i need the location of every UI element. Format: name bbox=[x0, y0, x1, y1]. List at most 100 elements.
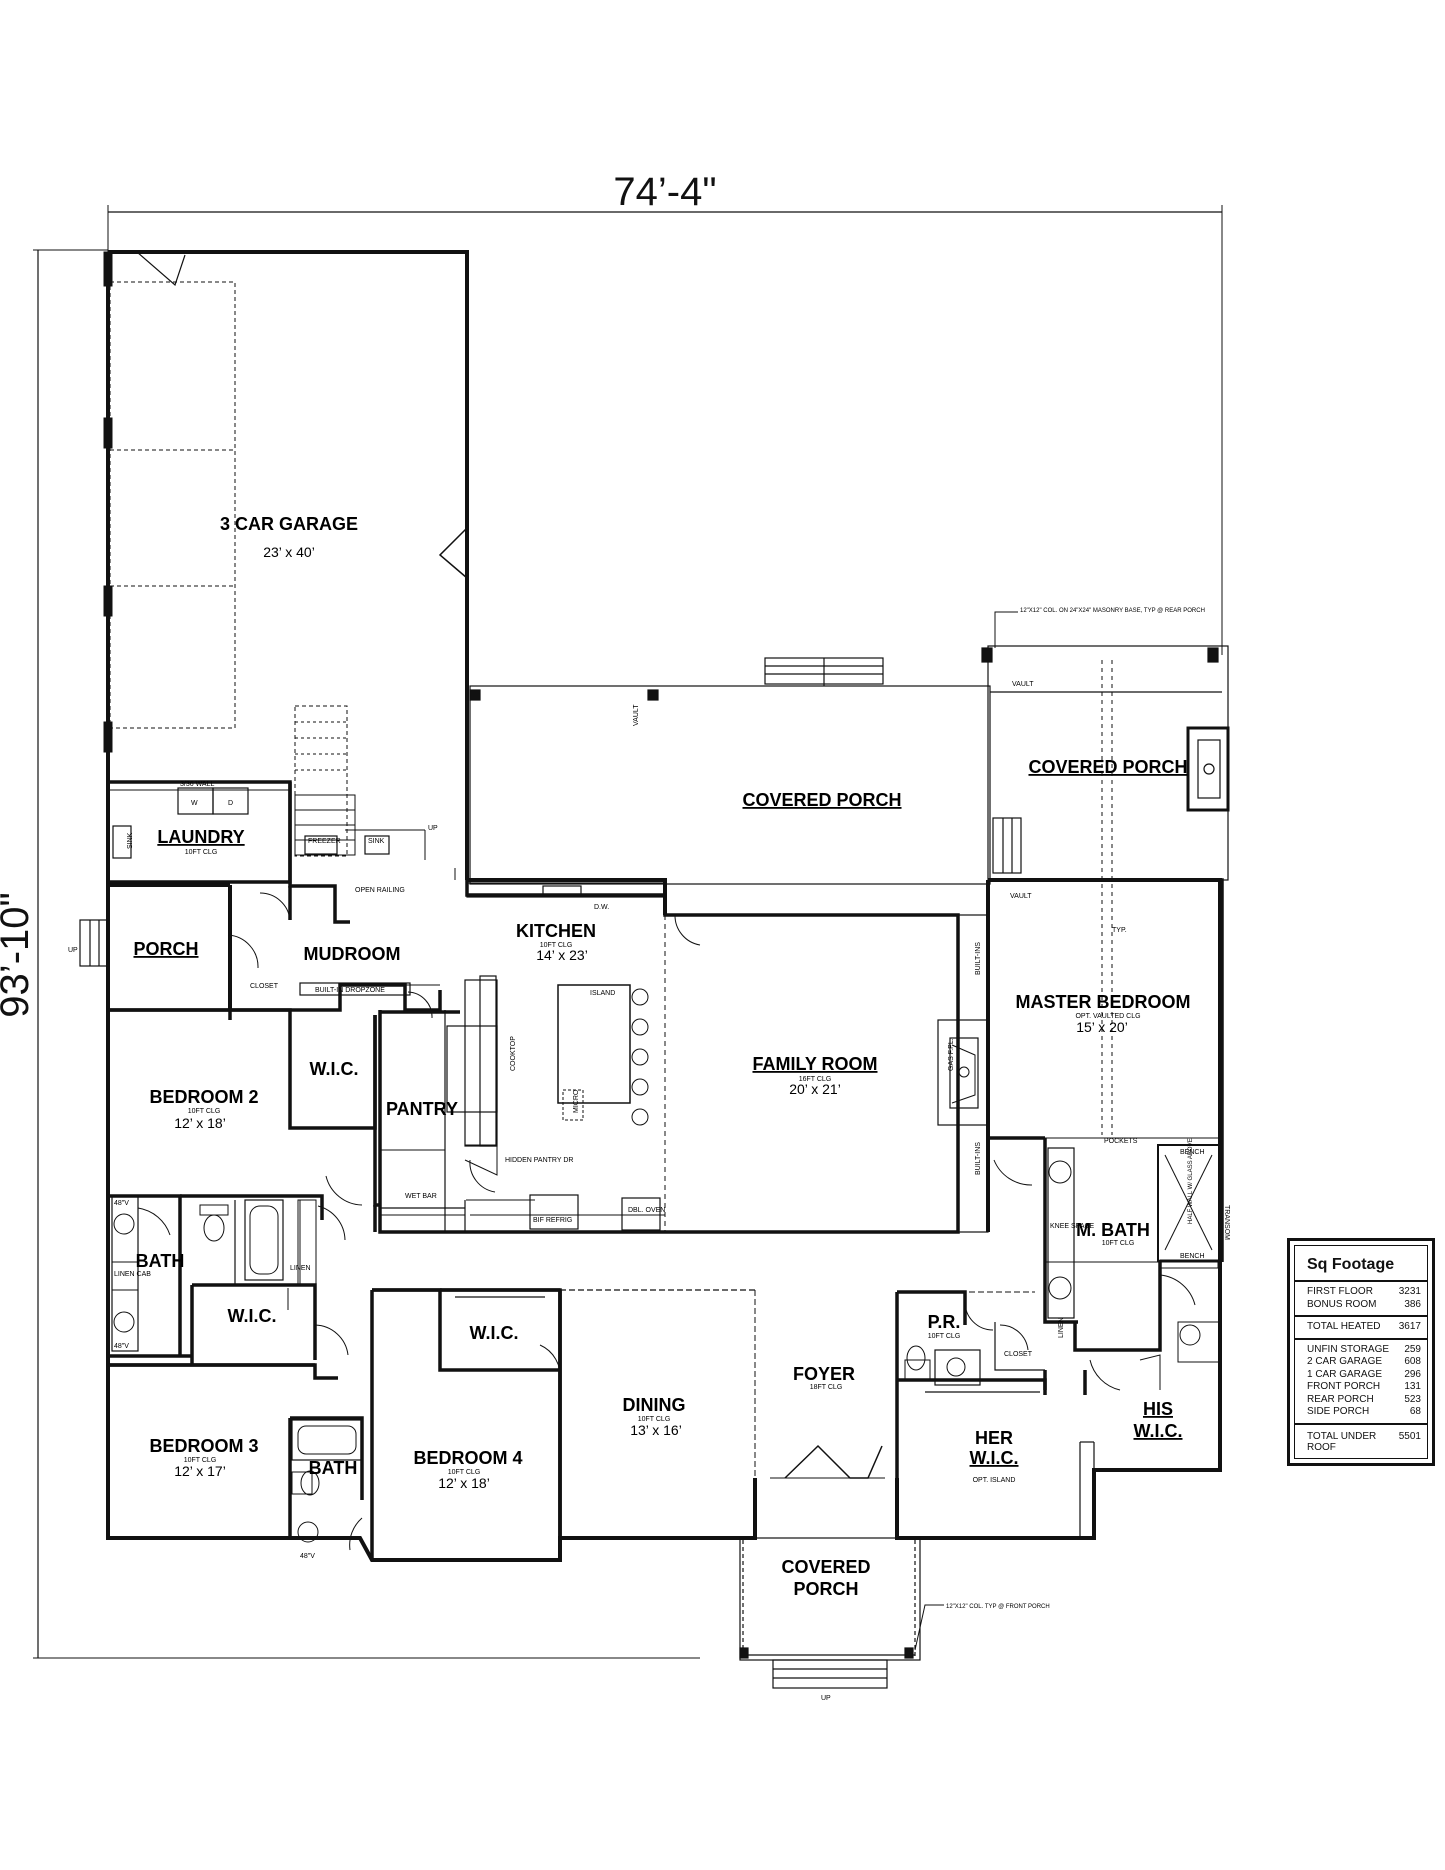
porch-side-up: UP bbox=[68, 947, 78, 954]
master-name: MASTER BEDROOM bbox=[1016, 992, 1191, 1012]
front-porch-leader bbox=[914, 1604, 944, 1651]
bedroom4-note: 10FT CLG bbox=[448, 1469, 481, 1476]
sqft-label: SIDE PORCH bbox=[1307, 1406, 1370, 1417]
sqft-title: Sq Footage bbox=[1295, 1246, 1427, 1282]
sqft-value: 608 bbox=[1404, 1356, 1421, 1367]
kitchen-wet-bar: WET BAR bbox=[405, 1193, 437, 1200]
garage-size: 23’ x 40’ bbox=[263, 544, 315, 560]
bath1-linen2: LINEN bbox=[290, 1265, 311, 1272]
sqft-value: 68 bbox=[1409, 1406, 1421, 1417]
bedroom3-walls bbox=[288, 1288, 562, 1560]
sqft-label: REAR PORCH bbox=[1307, 1393, 1374, 1405]
laundry-wall-note: 3/36 WALL bbox=[180, 781, 214, 788]
sqft-label: FIRST FLOOR bbox=[1307, 1286, 1373, 1297]
family-room-note: 16FT CLG bbox=[799, 1076, 832, 1083]
sqft-label: TOTAL HEATED bbox=[1307, 1321, 1381, 1332]
sqft-value: 3617 bbox=[1398, 1321, 1421, 1332]
mbath-linen: LINEN bbox=[1058, 1317, 1065, 1338]
his-wic-name-2: W.I.C. bbox=[1134, 1421, 1183, 1441]
front-porch-name-2: PORCH bbox=[793, 1579, 858, 1599]
overall-width-label: 74’-4" bbox=[613, 170, 716, 214]
bath2-name: BATH bbox=[309, 1458, 358, 1478]
overall-width-dimension bbox=[107, 205, 1223, 655]
sqft-label: BONUS ROOM bbox=[1307, 1298, 1377, 1310]
mbath-note: 10FT CLG bbox=[1102, 1240, 1135, 1247]
mbath-shower-note: HALF WALL W/ GLASS ABOVE bbox=[1188, 1138, 1194, 1224]
laundry-note: 10FT CLG bbox=[185, 849, 218, 856]
sqft-heated: TOTAL HEATED 3617 bbox=[1295, 1317, 1427, 1340]
master-size: 15’ x 20’ bbox=[1076, 1019, 1128, 1035]
wic3-name: W.I.C. bbox=[470, 1323, 519, 1343]
bath1-mirror-bottom: 48"V bbox=[114, 1343, 129, 1350]
covered-porch-side-leader bbox=[994, 611, 1113, 1135]
covered-porch-rear-name: COVERED PORCH bbox=[742, 790, 901, 810]
kitchen-name: KITCHEN bbox=[516, 921, 596, 941]
kitchen-size: 14’ x 23’ bbox=[536, 947, 588, 963]
pantry-name: PANTRY bbox=[386, 1099, 458, 1119]
kitchen-fixtures bbox=[378, 880, 700, 1234]
master-pockets: POCKETS bbox=[1104, 1138, 1138, 1145]
kitchen-pantry-door: HIDDEN PANTRY DR bbox=[505, 1157, 573, 1164]
mudroom-dropzone: BUILT-IN DROPZONE bbox=[315, 987, 385, 994]
bedroom3-name: BEDROOM 3 bbox=[149, 1436, 258, 1456]
garage-name: 3 CAR GARAGE bbox=[220, 514, 358, 534]
mbath-transom: TRANSOM bbox=[1223, 1205, 1230, 1240]
west-bedrooms-walls bbox=[106, 1008, 380, 1538]
sqft-value: 259 bbox=[1404, 1343, 1421, 1355]
kitchen-oven: DBL. OVEN bbox=[628, 1207, 665, 1214]
mbath-bench-top: BENCH bbox=[1180, 1149, 1205, 1156]
bath1-name: BATH bbox=[136, 1251, 185, 1271]
his-wic-name-1: HIS bbox=[1143, 1399, 1173, 1419]
bedroom4-name: BEDROOM 4 bbox=[413, 1448, 522, 1468]
covered-porch-side-name: COVERED PORCH bbox=[1028, 757, 1187, 777]
sqft-label: 1 CAR GARAGE bbox=[1307, 1368, 1383, 1380]
sqft-value: 386 bbox=[1404, 1298, 1421, 1310]
mbath-knee: KNEE SPACE bbox=[1050, 1223, 1095, 1230]
family-room-walls bbox=[665, 913, 989, 1234]
kitchen-cooktop: COOKTOP bbox=[510, 1036, 517, 1071]
her-wic-note: OPT. ISLAND bbox=[973, 1477, 1016, 1484]
mudroom-walls bbox=[106, 782, 456, 1020]
overall-depth-dimension bbox=[33, 249, 700, 1659]
covered-porch-side-note: 12"X12" COL. ON 24"X24" MASONRY BASE, TY… bbox=[1020, 608, 1205, 614]
dining-size: 13’ x 16’ bbox=[630, 1422, 682, 1438]
kitchen-dw: D.W. bbox=[594, 904, 609, 911]
kitchen-island-label: ISLAND bbox=[590, 990, 615, 997]
sqft-label: FRONT PORCH bbox=[1307, 1381, 1381, 1392]
sqft-label: TOTAL UNDER ROOF bbox=[1307, 1430, 1377, 1453]
bedroom4-size: 12’ x 18’ bbox=[438, 1475, 490, 1491]
sqft-row: REAR PORCH 523 bbox=[1307, 1394, 1421, 1407]
laundry-sink-note: SINK bbox=[127, 832, 134, 849]
laundry-washer: W bbox=[191, 800, 198, 807]
wic1-name: W.I.C. bbox=[310, 1059, 359, 1079]
pr-note: 10FT CLG bbox=[928, 1333, 961, 1340]
dining-name: DINING bbox=[623, 1395, 686, 1415]
covered-porch-side-vault: VAULT bbox=[1012, 681, 1034, 688]
mudroom-name: MUDROOM bbox=[304, 944, 401, 964]
kitchen-fridge: BIF REFRIG bbox=[533, 1217, 572, 1224]
foyer-name: FOYER bbox=[793, 1364, 855, 1384]
front-porch-name-1: COVERED bbox=[781, 1557, 870, 1577]
bedroom4-walls bbox=[372, 1288, 562, 1538]
master-note: OPT. VAULTED CLG bbox=[1075, 1013, 1140, 1020]
master-bath-fixtures bbox=[1044, 1137, 1222, 1363]
bedroom3-note: 10FT CLG bbox=[184, 1457, 217, 1464]
sqft-row: SIDE PORCH 68 bbox=[1307, 1406, 1421, 1419]
garage-details bbox=[103, 251, 468, 857]
sqft-row: 2 CAR GARAGE 608 bbox=[1307, 1356, 1421, 1369]
sqft-value: 523 bbox=[1404, 1393, 1421, 1405]
bath2-mirror: 48"V bbox=[300, 1553, 315, 1560]
bedroom2-size: 12’ x 18’ bbox=[174, 1115, 226, 1131]
sqft-value: 5501 bbox=[1398, 1430, 1421, 1442]
mudroom-up: UP bbox=[428, 825, 438, 832]
sqft-label: 2 CAR GARAGE bbox=[1307, 1356, 1383, 1367]
sqft-total: TOTAL UNDER ROOF 5501 bbox=[1295, 1425, 1427, 1453]
front-porch-up: UP bbox=[821, 1695, 831, 1702]
mbath-bench-bottom: BENCH bbox=[1180, 1253, 1205, 1260]
